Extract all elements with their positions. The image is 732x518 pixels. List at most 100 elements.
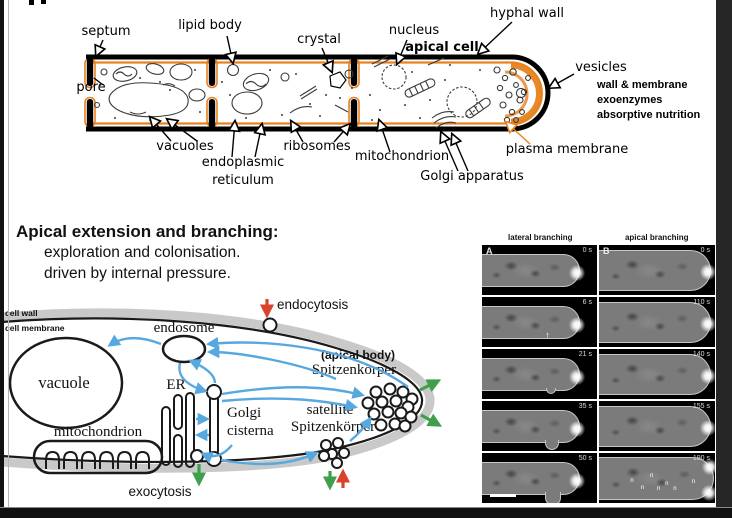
organelles <box>93 55 531 129</box>
micrograph-panel-a-50s: 50 s <box>482 453 597 503</box>
hyphal-tube <box>86 54 551 132</box>
slide-edge-line <box>8 0 9 508</box>
micrograph-panel-a-21s: 21 s <box>482 349 597 399</box>
ribosome-dots <box>99 64 481 121</box>
label-pore: pore <box>76 80 105 95</box>
heading-title: Apical extension and branching: <box>16 222 279 241</box>
golgi-shape <box>431 111 457 129</box>
label-endosome: endosome <box>154 320 215 336</box>
mitochondrion-shape <box>32 439 164 475</box>
nucleus-shape <box>381 64 407 90</box>
crystal-shape <box>329 71 347 89</box>
section-heading: Apical extension and branching: explorat… <box>16 222 279 284</box>
nucleus-label: n <box>630 478 634 484</box>
tip-exocytosis-arrows <box>322 379 443 491</box>
label-arrows <box>93 21 575 172</box>
label-satellite-1: satellite <box>307 402 354 418</box>
label-exocytosis: exocytosis <box>128 484 191 499</box>
micrograph-panel-b-0s: B 0 s <box>599 245 715 295</box>
panel-time: 0 s <box>700 247 710 254</box>
label-golgi-1: Golgi <box>227 405 261 421</box>
nucleus-label: n <box>650 473 654 479</box>
apical-cell-diagram: cell wall cell membrane vacuole endosome… <box>1 297 443 499</box>
label-er-1: endoplasmic <box>202 155 284 170</box>
cropped-title-fragment <box>41 0 46 4</box>
label-note-1: wall & membrane <box>596 79 687 91</box>
label-mitochondrion: mitochondrion <box>355 149 449 164</box>
micrograph-panel-a-6s: ↑ 6 s <box>482 297 597 347</box>
micrograph-grid: A 0 s B 0 s ↑ 6 s 110 s 21 s <box>482 245 715 503</box>
endosome-shape <box>161 334 207 364</box>
label-cell-membrane: cell membrane <box>5 323 65 333</box>
micro-header-apical: apical branching <box>624 233 689 242</box>
hypha-diagram: septum lipid body crystal nucleus hyphal… <box>76 6 701 188</box>
label-nucleus: nucleus <box>389 23 439 38</box>
label-cell-wall: cell wall <box>5 308 38 318</box>
nucleus-label: n <box>673 486 677 492</box>
label-crystal: crystal <box>297 32 341 47</box>
micrograph-panel-a-35s: 35 s <box>482 401 597 451</box>
label-vacuoles: vacuoles <box>156 139 214 154</box>
panel-time: 21 s <box>578 351 592 358</box>
micrograph-figure: lateral branching apical branching A 0 s… <box>482 233 715 503</box>
label-er-2: reticulum <box>212 173 274 188</box>
heading-sub-1: exploration and colonisation. <box>44 244 241 261</box>
label-endocytosis: endocytosis <box>277 297 349 312</box>
micrograph-panel-b-140s: 140 s <box>599 349 715 399</box>
nucleus-label: n <box>665 480 669 487</box>
label-septum: septum <box>81 24 130 39</box>
panel-time: 140 s <box>692 351 710 358</box>
frame-bottom <box>0 507 732 518</box>
exocytosis-vesicle <box>190 449 204 463</box>
label-er: ER <box>166 377 185 393</box>
endocytosis-vesicle <box>262 317 278 333</box>
spitzenkorper-cluster <box>361 382 419 433</box>
label-note-3: absorptive nutrition <box>597 109 701 121</box>
micrograph-panel-b-155s: 155 s <box>599 401 715 451</box>
er-shape <box>161 392 195 468</box>
scale-bar <box>490 494 516 497</box>
label-spitzenkorper: Spitzenkörper <box>312 362 396 378</box>
micro-header-lateral: lateral branching <box>508 233 573 242</box>
label-lipid-body: lipid body <box>178 18 242 33</box>
panel-time: 35 s <box>578 403 592 410</box>
label-apical-cell: apical cell <box>405 40 478 55</box>
panel-time: 0 s <box>582 247 592 254</box>
label-ribosomes: ribosomes <box>283 139 351 154</box>
label-vacuole: vacuole <box>38 373 89 392</box>
branch-site-arrow: ↑ <box>545 330 550 340</box>
label-golgi-2: cisterna <box>227 423 274 439</box>
frame-right <box>716 0 732 518</box>
septa <box>84 57 360 128</box>
label-hyphal-wall: hyphal wall <box>490 6 564 21</box>
label-satellite-2: Spitzenkörper <box>291 419 375 435</box>
panel-letter-b: B <box>603 246 610 256</box>
label-vesicles: vesicles <box>575 60 627 75</box>
nucleus-label: n <box>640 485 645 491</box>
nucleus-label: n <box>691 479 696 485</box>
traffic-arrows <box>107 334 409 466</box>
label-golgi-apparatus: Golgi apparatus <box>420 169 524 184</box>
frame-left <box>0 0 4 518</box>
micrograph-panel-b-110s: 110 s <box>599 297 715 347</box>
panel-time: 50 s <box>578 455 592 462</box>
satellite-cluster <box>318 437 350 469</box>
vacuole-shape <box>8 336 124 430</box>
plasma-membrane-arrow <box>506 122 531 145</box>
panel-time: 6 s <box>582 299 592 306</box>
label-apical-body: (apical body) <box>321 348 395 362</box>
vesicle-cluster <box>493 66 531 124</box>
micrograph-panel-b-190s: n n n n n n n 190 s <box>599 453 715 503</box>
panel-letter-a: A <box>486 246 493 256</box>
heading-sub-2: driven by internal pressure. <box>44 265 231 282</box>
apical-membrane-crescent <box>510 61 543 126</box>
panel-time: 190 s <box>692 455 710 462</box>
label-mitochondrion-2: mitochondrion <box>54 424 143 440</box>
label-plasma-membrane: plasma membrane <box>506 142 629 157</box>
panel-time: 155 s <box>692 403 710 410</box>
cropped-title-fragment <box>29 0 34 5</box>
label-note-2: exoenzymes <box>597 94 662 106</box>
nucleus-label: n <box>657 486 661 492</box>
micrograph-panel-a-0s: A 0 s <box>482 245 597 295</box>
